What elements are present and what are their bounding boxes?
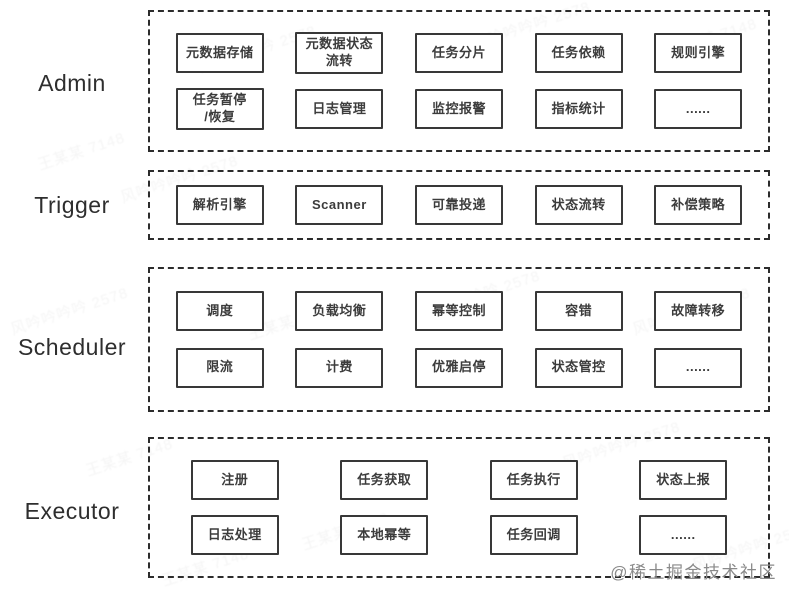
feature-box-scheduling: 调度 [175,291,264,332]
layer-section-trigger: 解析引擎 Scanner 可靠投递 状态流转 补偿策略 [148,170,770,240]
feature-box-reliable-delivery: 可靠投递 [414,185,503,225]
watermark-text: 王某某 7148 [35,129,128,174]
watermark-text: 风吟吟吟吟 2578 [8,284,131,339]
executor-row-1: 注册 任务获取 任务执行 状态上报 [160,460,758,500]
feature-box-metadata-store: 元数据存储 [175,33,264,74]
executor-row-2: 日志处理 本地幂等 任务回调 ...... [160,515,758,555]
scheduler-row-1: 调度 负载均衡 幂等控制 容错 故障转移 [160,291,758,332]
feature-box-graceful-start-stop: 优雅启停 [414,347,503,388]
feature-box-status-report: 状态上报 [639,460,728,500]
layer-label-trigger: Trigger [34,192,110,218]
feature-box-task-callback: 任务回调 [489,515,578,555]
feature-box-compensation-strategy: 补偿策略 [654,185,743,225]
feature-box-metric-stats: 指标统计 [534,88,623,129]
layer-section-executor: 注册 任务获取 任务执行 状态上报 日志处理 本地幂等 任务回调 ...... [148,437,770,578]
admin-row-1: 元数据存储 元数据状态 流转 任务分片 任务依赖 规则引擎 [160,32,758,74]
feature-box-state-flow: 状态流转 [534,185,623,225]
feature-box-metadata-state-flow: 元数据状态 流转 [295,32,384,74]
feature-box-monitor-alert: 监控报警 [414,88,503,129]
feature-box-task-sharding: 任务分片 [414,33,503,74]
community-credit-watermark: @稀土掘金技术社区 [610,563,777,582]
feature-box-load-balancing: 负载均衡 [295,291,384,332]
scheduler-row-2: 限流 计费 优雅启停 状态管控 ...... [160,347,758,388]
feature-box-register: 注册 [190,460,279,500]
feature-box-scanner: Scanner [295,185,384,225]
layer-label-scheduler: Scheduler [17,334,127,360]
admin-row-2: 任务暂停 /恢复 日志管理 监控报警 指标统计 ...... [160,88,758,130]
feature-box-more: ...... [654,347,743,388]
feature-box-log-management: 日志管理 [295,88,384,129]
trigger-row-1: 解析引擎 Scanner 可靠投递 状态流转 补偿策略 [160,185,758,225]
feature-box-local-idempotency: 本地幂等 [340,515,429,555]
feature-box-fault-tolerance: 容错 [534,291,623,332]
feature-box-task-dependency: 任务依赖 [534,33,623,74]
feature-box-rate-limiting: 限流 [175,347,264,388]
feature-box-task-pause-resume: 任务暂停 /恢复 [175,88,264,130]
feature-box-idempotency-control: 幂等控制 [414,291,503,332]
feature-box-rule-engine: 规则引擎 [654,33,743,74]
feature-box-task-fetch: 任务获取 [340,460,429,500]
feature-box-failover: 故障转移 [654,291,743,332]
feature-box-parse-engine: 解析引擎 [175,185,264,225]
layer-section-scheduler: 调度 负载均衡 幂等控制 容错 故障转移 限流 计费 优雅启停 状态管控 ...… [148,267,770,412]
feature-box-state-control: 状态管控 [534,347,623,388]
feature-box-log-processing: 日志处理 [190,515,279,555]
layer-section-admin: 元数据存储 元数据状态 流转 任务分片 任务依赖 规则引擎 任务暂停 /恢复 日… [148,10,770,152]
feature-box-more: ...... [654,88,743,129]
feature-box-billing: 计费 [295,347,384,388]
layer-label-executor: Executor [24,498,120,524]
feature-box-more: ...... [639,515,728,555]
layer-label-admin: Admin [38,70,106,96]
feature-box-task-execute: 任务执行 [489,460,578,500]
